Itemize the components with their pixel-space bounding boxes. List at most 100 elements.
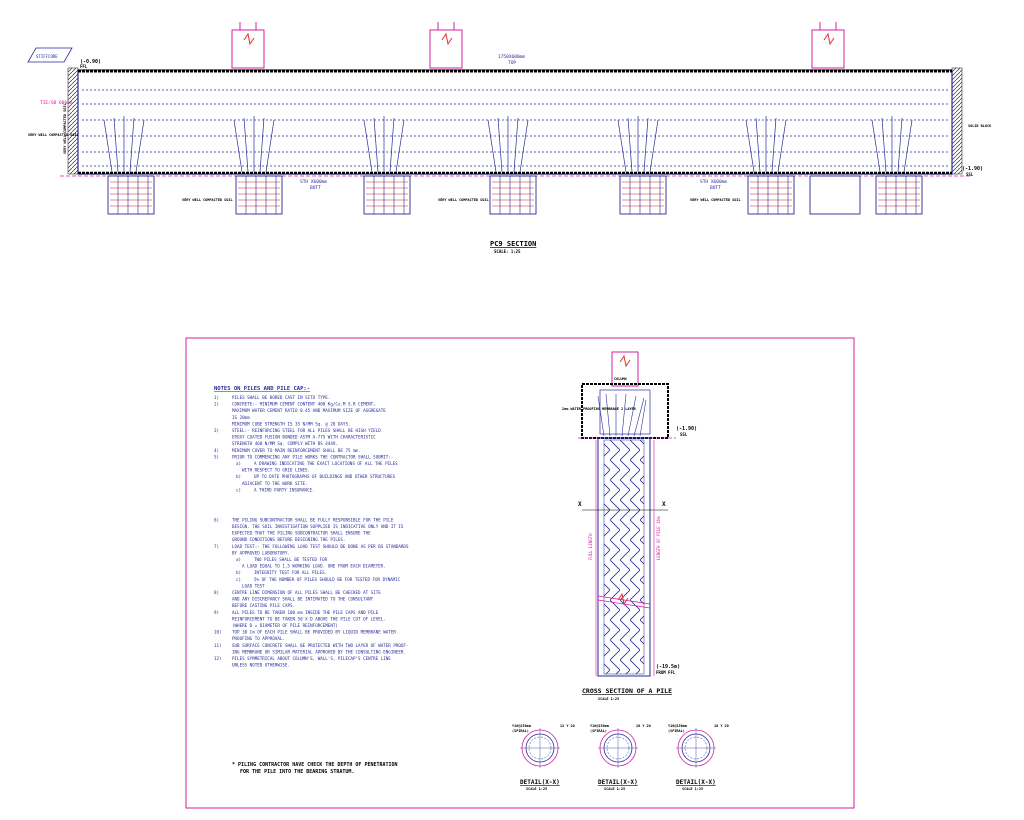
detail-1-lbl2: (SPIRAL) — [512, 729, 529, 733]
level-bot: (-19.5m) — [656, 664, 680, 670]
level-bot-sub: FROM FFL — [656, 670, 676, 675]
notes-footer-1: * PILING CONTRACTOR HAVE CHECK THE DEPTH… — [232, 762, 398, 768]
note-line: 5% OF THE NUMBER OF PILES SHOULD BE FOR … — [254, 577, 401, 582]
detail-2-title: DETAIL(X-X) — [598, 779, 638, 786]
note-line: UP TO DATE PHOTOGRAPHS OF BUILDINGS AND … — [254, 474, 396, 479]
detail-3-lbl1: Y10@150mm — [668, 724, 687, 728]
detail-3-lbl3: 10 Y 20 — [714, 724, 729, 728]
note-number: a) — [236, 461, 241, 466]
note-line: SUB SURFACE CONCRETE SHALL BE PROTECTED … — [232, 643, 408, 648]
bot-dim-4: BOTT — [710, 185, 721, 191]
note-line: AND ANY DISCREPANCY SHALL BE INTIMATED T… — [232, 597, 374, 602]
note-number: b) — [236, 474, 241, 479]
note-line: ING MEMBRANE OR SIMILAR MATERIAL APPROVE… — [232, 649, 406, 654]
note-number: 9) — [214, 610, 219, 615]
tie-beam-label: TIE/SB 600mm — [40, 100, 73, 106]
detail-2-lbl1: Y10@150mm — [590, 724, 609, 728]
note-line: TOP 30 Cm OF EACH PILE SHALL BE PROVIDED… — [232, 630, 396, 635]
note-line: PILES SHALL BE BORED CAST IN SITU TYPE. — [232, 395, 330, 400]
note-number: 5) — [214, 454, 219, 459]
note-line: BY APPROVED LABORATORY. — [232, 550, 290, 555]
detail-2-scale: SCALE 1:25 — [604, 787, 625, 791]
notes-heading: NOTES ON PILES AND PILE CAP:- — [214, 386, 310, 392]
note-number: c) — [236, 577, 241, 582]
level-top-sub: SSL — [680, 432, 688, 437]
detail-group-1: Y16@150mm (SPIRAL) 12 Y 20 DETAIL(X-X) S… — [512, 724, 575, 791]
note-line: PRIOR TO COMMENCING ANY PILE WORKS THE C… — [232, 454, 393, 459]
soil-note-1: VERY WELL COMPACTED SOIL — [182, 198, 233, 202]
detail-3-scale: SCALE 1:25 — [682, 787, 703, 791]
note-line: DESIGN. THE SOIL INVESTIGATION SUPPLIED … — [232, 524, 404, 529]
bot-dim-2: BOTT — [310, 185, 321, 191]
level-right-sub: SSL — [966, 172, 974, 177]
level-left-sub: FFL — [80, 64, 88, 69]
note-number: 12) — [214, 656, 222, 661]
detail-2-lbl2: (SPIRAL) — [590, 729, 607, 733]
note-number: c) — [236, 487, 241, 492]
note-number: 11) — [214, 643, 222, 648]
detail-1-lbl1: Y16@150mm — [512, 724, 531, 728]
level-right: (-1.90) — [962, 166, 983, 172]
detail-2-lbl3: 10 Y 20 — [636, 724, 651, 728]
note-line: BEFORE CASTING PILE CAPS. — [232, 603, 295, 608]
note-line: A LOAD EQUAL TO 1.5 WORKING LOAD. ONE FR… — [242, 564, 386, 569]
pile-starter-bars — [103, 116, 913, 173]
cross-title: CROSS SECTION OF A PILE — [582, 687, 672, 695]
side-left-label: FULL LENGTH — [588, 533, 593, 560]
right-note: SOLID BLOCK — [968, 124, 992, 128]
note-line: GROUND CONDITIONS BEFORE DESIGNING THE P… — [232, 537, 345, 542]
note-line: MINIMUM COVER TO MAIN REINFORCEMENT SHAL… — [232, 448, 361, 453]
note-line: ALL PILES TO BE TAKEN 100 mm INSIDE THE … — [232, 610, 379, 615]
section-scale: SCALE: 1:25 — [494, 249, 521, 254]
pile-cross-section: COLUMN 2mm WATER PROOFING MEMBRANE 2 LAY… — [562, 351, 697, 701]
note-line: MINIMUM CUBE STRENGTH IS 35 N/MM Sq. @ 2… — [232, 421, 351, 426]
detail-1-title: DETAIL(X-X) — [520, 779, 560, 786]
level-left: (-0.90) — [80, 59, 101, 65]
membrane-label: 2mm WATER PROOFING MEMBRANE 2 LAYER — [562, 407, 637, 411]
soil-note-2: VERY WELL COMPACTED SOIL — [438, 198, 489, 202]
x-right: X — [662, 501, 666, 508]
note-line: ADJACENT TO THE WORK SITE. — [242, 481, 308, 486]
note-line: A THIRD PARTY INSURANCE. — [254, 487, 315, 492]
detail-1-lbl3: 12 Y 20 — [560, 724, 575, 728]
note-line: REINFORCEMENT TO BE TAKEN 50 X D ABOVE T… — [232, 616, 386, 621]
note-number: 10) — [214, 630, 222, 635]
note-line: MAXIMUM WATER CEMENT RATIO 0.45 AND MAXI… — [232, 408, 386, 413]
note-number: 2) — [214, 402, 219, 407]
column-stubs — [231, 22, 845, 69]
note-line: EPOXY COATED FUSION BONDED ASTM A-775 WI… — [232, 435, 376, 440]
note-line: PILES SYMMETRICAL ABOUT COLUMN'S, WALL'S… — [232, 656, 391, 661]
note-line: UNLESS NOTED OTHERWISE. — [232, 663, 290, 668]
section-title: PC9 SECTION — [490, 240, 536, 248]
bot-dim-1: STH X600mm — [300, 179, 327, 185]
right-wall-hatch — [951, 67, 963, 175]
note-number: a) — [236, 557, 241, 562]
top-label: TOP — [508, 60, 516, 66]
piles-below — [107, 175, 923, 215]
pile-shaft — [597, 437, 651, 677]
left-wall-hatch — [67, 67, 79, 175]
note-number: 7) — [214, 544, 219, 549]
note-line: PROOFING TO APPROVAL. — [232, 636, 285, 641]
note-line: THE PILING SUBCONTRACTOR SHALL BE FULLY … — [232, 517, 394, 522]
note-line: (WHERE D = DIAMETER OF PILE REINFORCEMEN… — [232, 623, 338, 628]
note-number: 4) — [214, 448, 219, 453]
note-line: CENTRE LINE DIMENSION OF ALL PILES SHALL… — [232, 590, 381, 595]
soil-note-3: VERY WELL COMPACTED SOIL — [690, 198, 741, 202]
sheet-border — [185, 337, 855, 809]
note-line: A DRAWING INDICATING THE EXACT LOCATIONS… — [254, 461, 398, 466]
notes-block: NOTES ON PILES AND PILE CAP:- 1)PILES SH… — [214, 386, 409, 775]
pile-hatch-lines — [110, 181, 920, 207]
column-label: COLUMN — [614, 377, 627, 381]
note-number: b) — [236, 570, 241, 575]
cross-scale: SCALE 1:25 — [598, 697, 619, 701]
note-line: LOAD TEST — [242, 583, 265, 588]
left-note: VERY WELL COMPACTED SOIL — [28, 133, 79, 137]
note-number: 8) — [214, 590, 219, 595]
note-line: LOAD TEST:- THE FOLLOWING LOAD TEST SHOU… — [232, 544, 409, 549]
side-right-label: LENGTH OF PILE 16m — [656, 516, 661, 560]
note-line: EXPECTED THAT THE PILING SUBCONTRACTOR S… — [232, 531, 371, 536]
level-top: (-1.90) — [676, 426, 697, 432]
pc9-section: STIFFCORE (-0.90) FFL (-1.90) SSL 1750X6… — [27, 22, 992, 254]
detail-group-2: Y10@150mm (SPIRAL) 10 Y 20 DETAIL(X-X) S… — [590, 724, 651, 791]
